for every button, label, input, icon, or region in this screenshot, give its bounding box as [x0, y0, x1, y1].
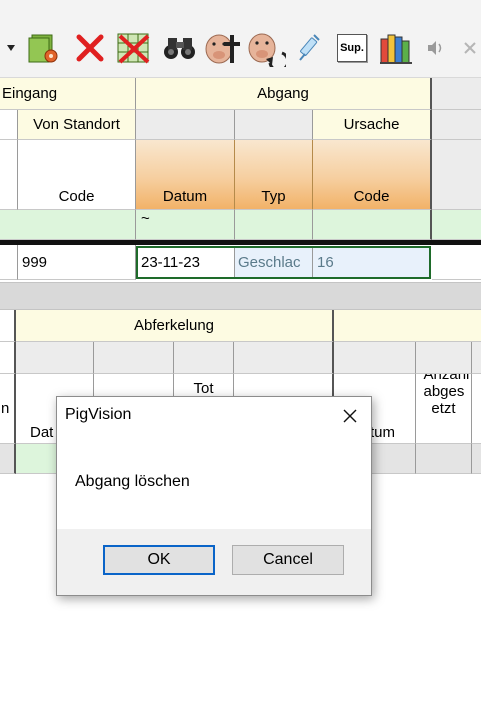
subheader-ursache-label: Ursache: [343, 116, 400, 133]
lower-sub-empty-7: [472, 342, 481, 374]
row-code-value: 999: [22, 253, 48, 271]
lower-filter-partial[interactable]: [0, 444, 16, 474]
row-cell-code[interactable]: 999: [18, 245, 136, 280]
lower-sub-empty-6: [416, 342, 472, 374]
sound-icon[interactable]: [424, 28, 448, 68]
row-typ-value: Geschlac: [238, 254, 301, 271]
more-icon[interactable]: [458, 28, 481, 68]
books-icon[interactable]: [376, 28, 418, 68]
sup-icon[interactable]: Sup.: [334, 28, 370, 68]
syringe-icon[interactable]: [294, 28, 324, 68]
column-header-code-left[interactable]: Code: [18, 140, 136, 210]
row-cell-partial[interactable]: [0, 245, 18, 280]
lower-column-header-edge: [472, 374, 481, 444]
subheader-empty-datum: [136, 110, 235, 140]
filter-datum-value: ~: [141, 210, 150, 227]
lower-group-empty-left: [0, 310, 16, 342]
filter-cell-datum[interactable]: ~: [136, 210, 235, 240]
upper-data-grid: Eingang Abgang Von Standort Ursache Code…: [0, 78, 481, 280]
column-header-code-left-label: Code: [58, 188, 95, 205]
row-cell-ursache-code[interactable]: 16: [313, 248, 429, 277]
dialog-message: Abgang löschen: [75, 473, 190, 490]
lower-sub-empty-1: [16, 342, 94, 374]
lower-column-header-tot-label: Tot: [193, 380, 214, 397]
lower-filter-right-2[interactable]: [416, 444, 472, 474]
lower-sub-empty-2: [94, 342, 174, 374]
lower-column-header-anzahl[interactable]: Anzahl abges etzt: [416, 374, 472, 444]
lower-sub-empty-5: [334, 342, 416, 374]
cancel-button[interactable]: Cancel: [232, 545, 344, 575]
pig-cross-icon[interactable]: [202, 28, 244, 68]
column-header-datum-label: Datum: [162, 188, 208, 205]
lower-sub-empty-4: [234, 342, 334, 374]
binoculars-icon[interactable]: [160, 28, 200, 68]
lower-group-header-abferkelung: Abferkelung: [16, 310, 334, 342]
dropdown-arrow-icon[interactable]: [4, 28, 18, 68]
lower-sub-empty-3: [174, 342, 234, 374]
delete-icon[interactable]: [72, 28, 108, 68]
toolbar: Sup.: [0, 0, 481, 78]
dialog-titlebar[interactable]: PigVision: [57, 397, 371, 435]
group-header-eingang: Eingang: [0, 78, 136, 110]
lower-filter-right-3[interactable]: [472, 444, 481, 474]
dialog-title: PigVision: [65, 406, 132, 423]
sup-label: Sup.: [337, 34, 367, 62]
column-header-datum[interactable]: Datum: [136, 140, 235, 210]
row-cell-typ[interactable]: Geschlac: [235, 248, 313, 277]
row-cell-datum[interactable]: 23-11-23: [138, 248, 235, 277]
row-cell-right[interactable]: [432, 245, 481, 280]
subheader-empty-typ: [235, 110, 313, 140]
subheader-empty-right: [432, 110, 481, 140]
lower-column-header-datum-label: Dat: [30, 424, 54, 441]
ok-button[interactable]: OK: [103, 545, 215, 575]
subheader-von-standort: Von Standort: [18, 110, 136, 140]
filter-cell-typ[interactable]: [235, 210, 313, 240]
lower-group-header-abferkelung-label: Abferkelung: [133, 317, 215, 334]
group-header-abgang-label: Abgang: [257, 85, 309, 102]
lower-column-header-anzahl-label: Anzahl abges etzt: [423, 374, 470, 417]
delete-grid-icon[interactable]: [114, 28, 154, 68]
group-header-eingang-label: Eingang: [2, 85, 58, 102]
dialog-body: Abgang löschen: [57, 435, 371, 529]
group-header-abgang: Abgang: [136, 78, 432, 110]
lower-column-header-partial-label: n: [1, 400, 10, 417]
column-header-partial[interactable]: [0, 140, 18, 210]
header-empty-right: [432, 78, 481, 110]
close-icon[interactable]: [337, 403, 363, 429]
new-record-icon[interactable]: [24, 28, 64, 68]
row-ursache-code-value: 16: [317, 254, 334, 271]
lower-column-header-partial[interactable]: n: [0, 374, 16, 444]
lower-group-empty-right: [334, 310, 481, 342]
filter-cell-code[interactable]: [313, 210, 432, 240]
lower-sub-empty-0: [0, 342, 16, 374]
filter-cell-right[interactable]: [432, 210, 481, 240]
panel-splitter[interactable]: [0, 282, 481, 310]
pig-arrow-icon[interactable]: [245, 28, 287, 68]
confirm-dialog: PigVision Abgang löschen OK Cancel: [56, 396, 372, 596]
lower-column-header-datum-right-label: tum: [370, 424, 396, 441]
grid-separator: [0, 240, 481, 245]
filter-cell-left[interactable]: [0, 210, 136, 240]
subheader-ursache: Ursache: [313, 110, 432, 140]
column-header-empty-right: [432, 140, 481, 210]
column-header-typ-label: Typ: [261, 188, 286, 205]
column-header-typ[interactable]: Typ: [235, 140, 313, 210]
subheader-empty-left: [0, 110, 18, 140]
column-header-code-right-label: Code: [353, 188, 390, 205]
row-datum-value: 23-11-23: [141, 254, 200, 271]
subheader-von-standort-label: Von Standort: [33, 116, 120, 133]
column-header-code-right[interactable]: Code: [313, 140, 432, 210]
